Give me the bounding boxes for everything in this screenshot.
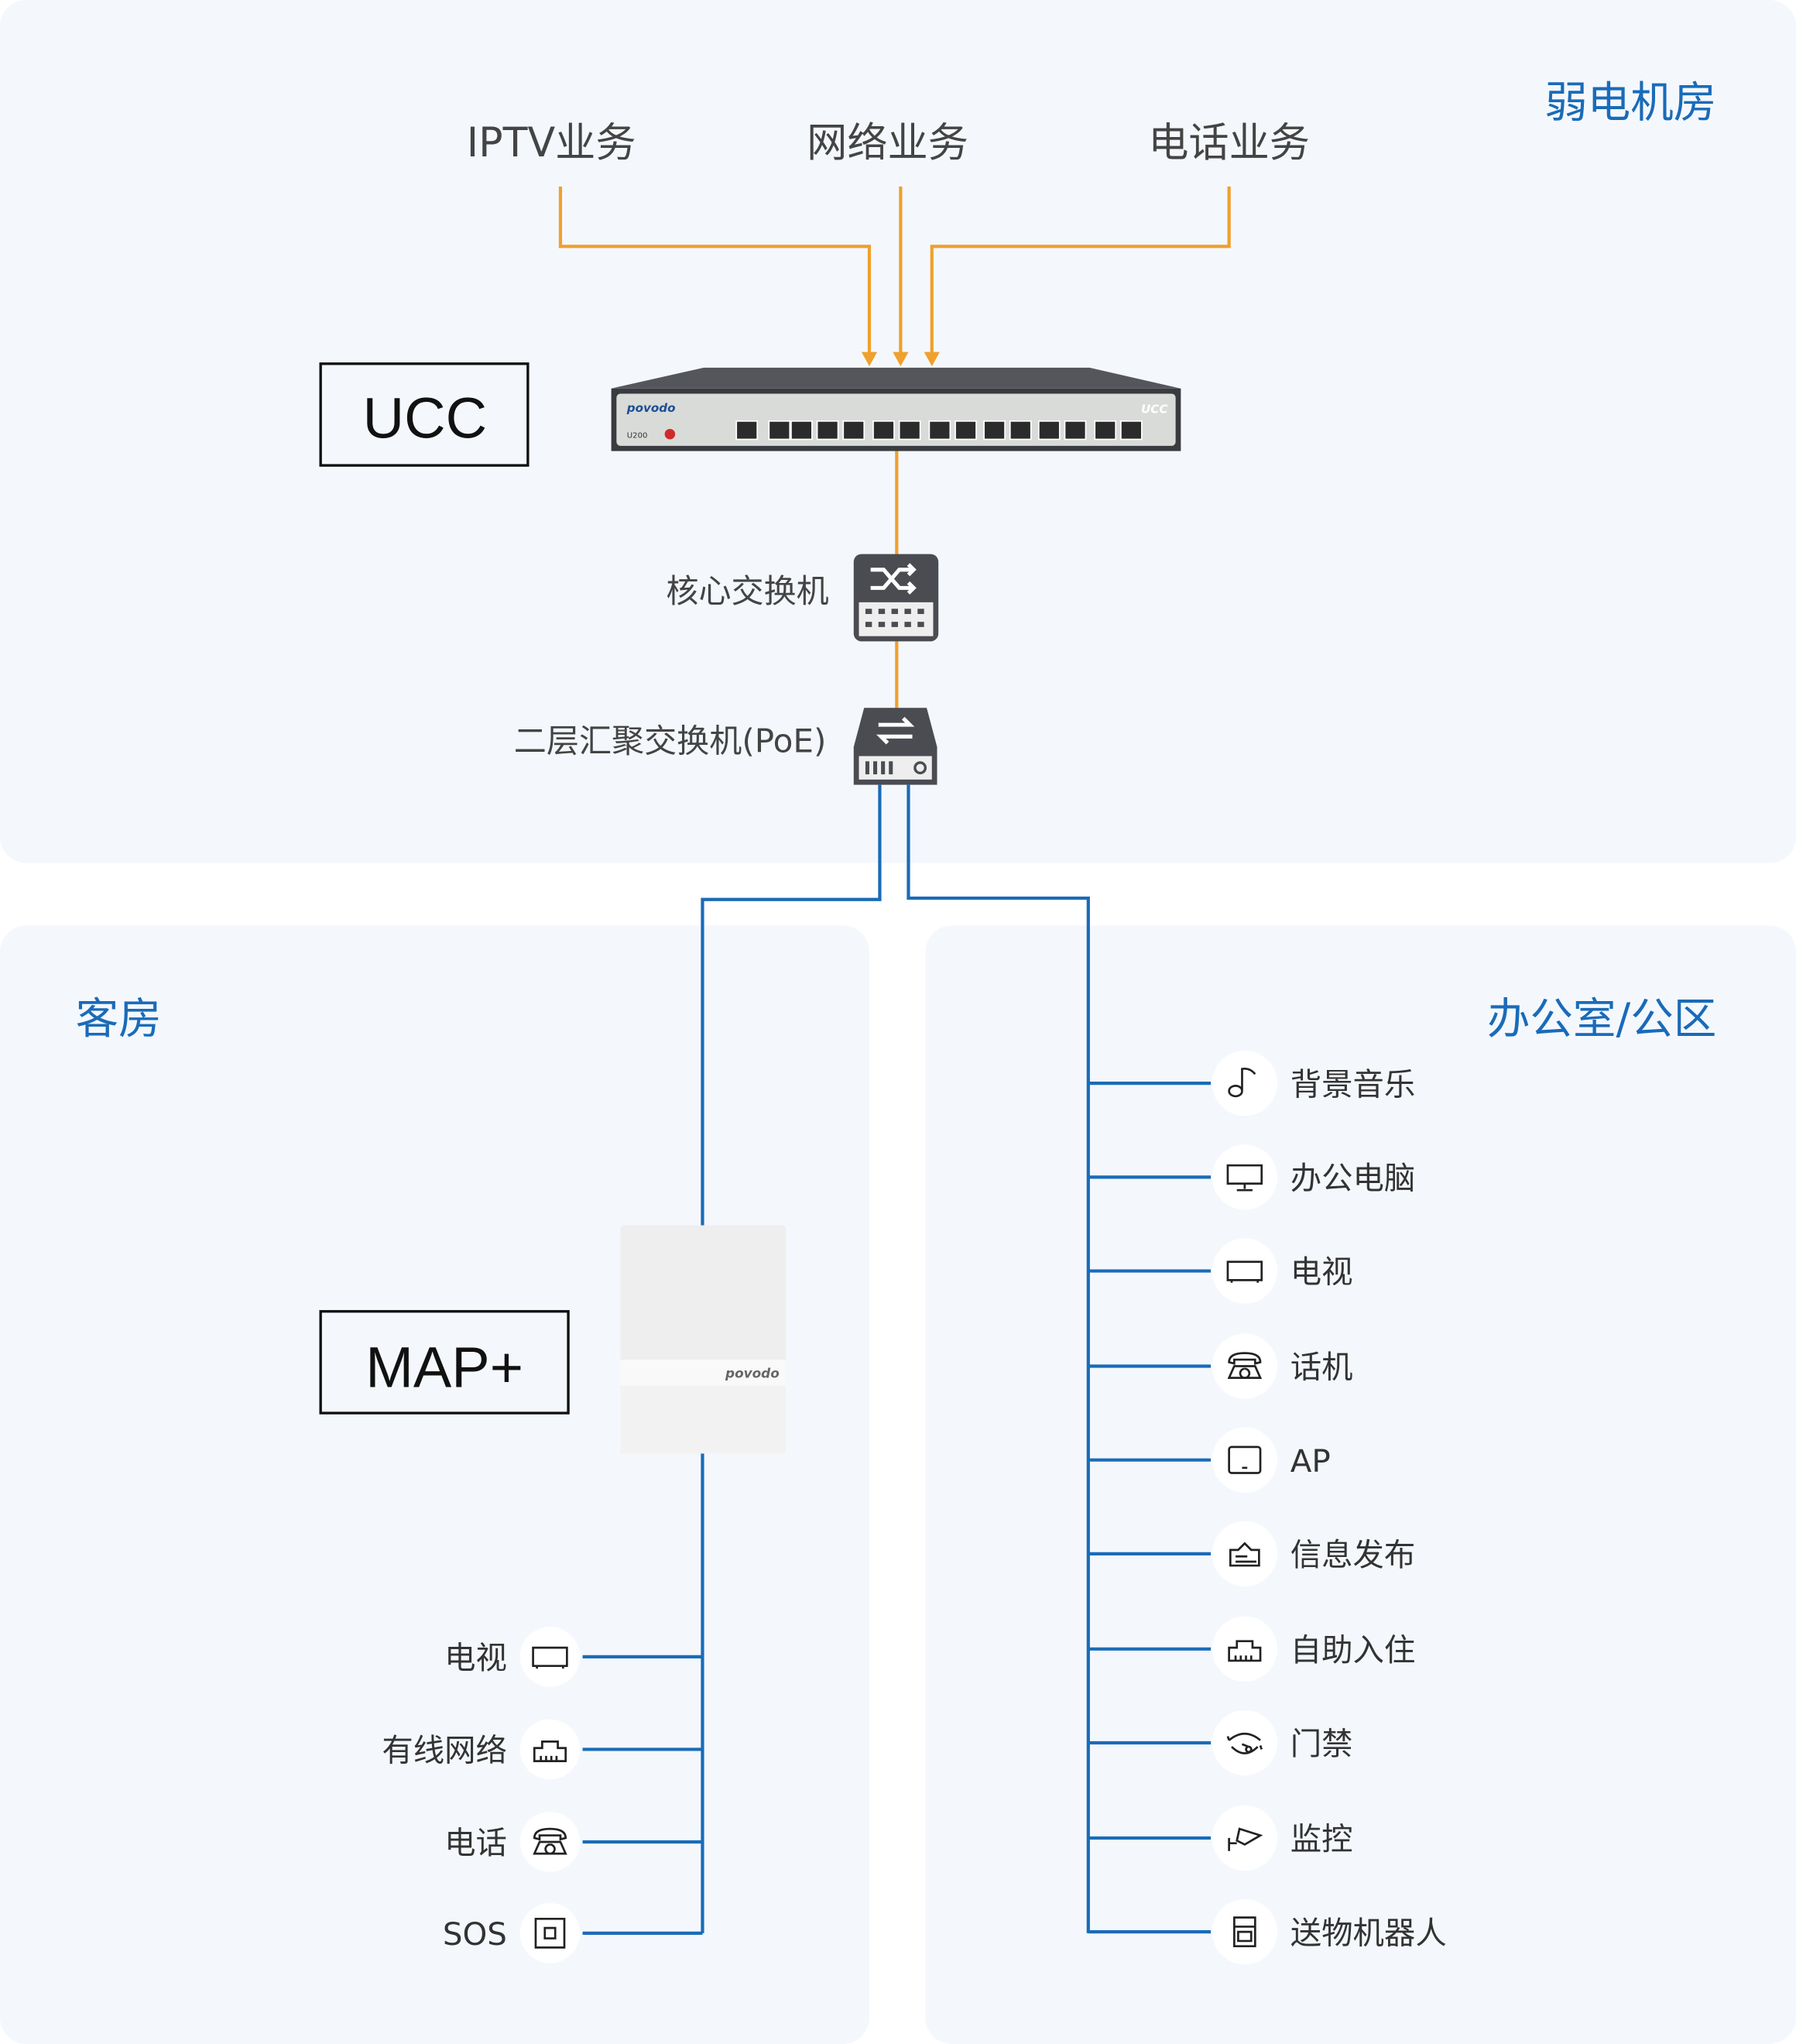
camera-icon (1228, 1827, 1263, 1851)
info-display-icon (1229, 1542, 1260, 1567)
robot-icon (1233, 1916, 1256, 1948)
ucc-device: povodo U200 UCC (611, 367, 1181, 451)
ucc-badge: UCC (1141, 403, 1168, 417)
telephone-icon (533, 1827, 567, 1855)
item-label: 电话 (444, 1824, 507, 1861)
distribution-links (701, 784, 1090, 1933)
ethernet-port (1009, 420, 1032, 441)
icon-badge (1212, 1805, 1277, 1871)
icon-badge (1212, 1710, 1277, 1776)
ethernet-port (735, 420, 759, 441)
map-label: MAP+ (365, 1335, 523, 1399)
ethernet-port-icon (533, 1740, 567, 1762)
item-label: 门禁 (1290, 1725, 1353, 1762)
item-label: AP (1290, 1442, 1331, 1480)
office-item: 话机 (1088, 1333, 1353, 1399)
ethernet-port (983, 420, 1006, 441)
item-label: 送物机器人 (1290, 1914, 1447, 1951)
ethernet-port (1037, 420, 1061, 441)
office-item: 门禁 (1088, 1710, 1353, 1776)
ucc-model: U200 (627, 432, 648, 441)
item-label: 信息发布 (1290, 1536, 1416, 1573)
icon-badge (1212, 1616, 1277, 1682)
ethernet-port (928, 420, 951, 441)
ethernet-port (898, 420, 921, 441)
office-item: AP (1088, 1427, 1331, 1493)
icon-badge (1212, 1238, 1277, 1304)
ethernet-port (768, 420, 791, 441)
icon-badge (1212, 1521, 1277, 1586)
ethernet-port (1120, 420, 1143, 441)
core-switch-label: 核心交换机 (666, 572, 828, 610)
map-label-box (319, 1310, 570, 1415)
telephone-icon (1227, 1352, 1263, 1379)
monitor-icon (1226, 1164, 1263, 1192)
guest-item: 电视 (444, 1627, 703, 1687)
item-label: 自助入住 (1290, 1631, 1416, 1668)
office-panel (925, 925, 1796, 2044)
poe-switch-icon (853, 708, 937, 785)
zone-title-office: 办公室/公区 (1487, 994, 1716, 1044)
sos-button-icon (534, 1917, 566, 1949)
item-label: 电视 (1290, 1253, 1353, 1291)
door-access-icon (1226, 1732, 1263, 1754)
guest-item: SOS (443, 1903, 703, 1963)
access-point-icon (1228, 1446, 1262, 1474)
icon-badge (1212, 1427, 1277, 1493)
office-item: 信息发布 (1088, 1521, 1416, 1586)
icon-badge (1212, 1051, 1277, 1116)
icon-badge (1212, 1144, 1277, 1210)
icon-badge (519, 1903, 581, 1963)
item-label: 有线网络 (382, 1732, 507, 1769)
office-item: 背景音乐 (1088, 1051, 1416, 1116)
office-item: 电视 (1088, 1238, 1353, 1304)
tv-icon (532, 1646, 568, 1669)
icon-badge (519, 1627, 581, 1687)
guest-item: 电话 (444, 1812, 703, 1872)
map-brand-logo: povodo (725, 1366, 780, 1381)
ucc-label: UCC (363, 386, 487, 451)
core-switch-icon (853, 554, 939, 642)
poe-switch-label: 二层汇聚交换机(PoE) (514, 722, 827, 760)
service-iptv: IPTV业务 (467, 120, 636, 166)
office-item: 办公电脑 (1088, 1144, 1416, 1210)
ethernet-port (790, 420, 813, 441)
service-links (558, 186, 1231, 708)
item-label: SOS (443, 1915, 507, 1953)
power-icon (664, 428, 676, 440)
ucc-ports (735, 420, 1143, 441)
service-network: 网络业务 (807, 120, 968, 166)
music-note-icon (1228, 1067, 1256, 1098)
ethernet-port (955, 420, 977, 441)
item-label: 办公电脑 (1290, 1160, 1416, 1197)
office-item: 自助入住 (1088, 1616, 1416, 1682)
item-label: 电视 (444, 1639, 507, 1676)
item-label: 监控 (1290, 1820, 1353, 1857)
ethernet-port (1094, 420, 1117, 441)
ethernet-port (842, 420, 865, 441)
item-label: 背景音乐 (1290, 1065, 1416, 1103)
tv-icon (1226, 1260, 1263, 1283)
map-device: povodo (620, 1225, 787, 1454)
item-label: 话机 (1290, 1349, 1353, 1386)
office-item: 送物机器人 (1088, 1899, 1447, 1965)
icon-badge (519, 1719, 581, 1780)
zone-title-machine-room: 弱电机房 (1544, 78, 1716, 129)
guest-item: 有线网络 (382, 1719, 703, 1780)
ethernet-port-icon (1228, 1640, 1262, 1662)
service-phone: 电话业务 (1148, 120, 1310, 166)
ethernet-port (872, 420, 895, 441)
zone-title-guest-room: 客房 (76, 994, 162, 1044)
ethernet-port (1064, 420, 1087, 441)
ucc-label-box (319, 362, 530, 467)
ethernet-port (816, 420, 839, 441)
guest-room-panel (0, 925, 869, 2044)
ucc-brand-logo: povodo (626, 401, 676, 415)
office-item: 监控 (1088, 1805, 1353, 1871)
